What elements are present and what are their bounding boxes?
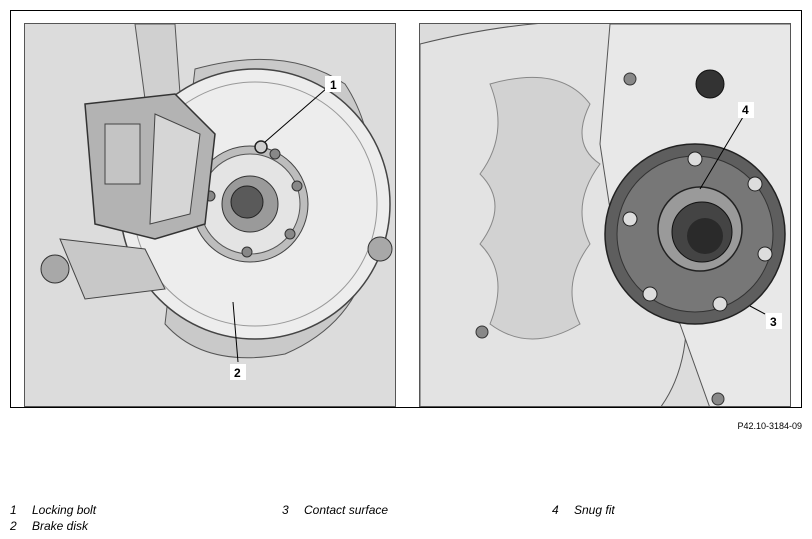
figure-reference: P42.10-3184-09 xyxy=(737,421,802,431)
callout-3: 3 xyxy=(770,315,777,329)
right-illustration-panel: 4 3 xyxy=(419,23,791,407)
callout-4: 4 xyxy=(742,103,749,117)
left-illustration-panel: 1 2 xyxy=(24,23,396,407)
legend-number: 3 xyxy=(282,503,289,517)
hub-illustration: 4 3 xyxy=(420,24,790,406)
legend-number: 2 xyxy=(10,519,17,533)
legend-label: Locking bolt xyxy=(32,503,97,517)
legend-label: Contact surface xyxy=(304,503,389,517)
legend-number: 4 xyxy=(552,503,559,517)
locking-bolt xyxy=(254,140,268,154)
legend-label: Snug fit xyxy=(574,503,615,517)
callout-1: 1 xyxy=(330,78,337,92)
callout-2: 2 xyxy=(234,366,241,380)
legend-item-4: 4 Snug fit xyxy=(552,503,615,517)
brake-assembly-illustration: 1 2 xyxy=(40,24,393,380)
legend-item-1: 1 Locking bolt xyxy=(10,503,96,517)
legend-item-3: 3 Contact surface xyxy=(282,503,388,517)
legend-label: Brake disk xyxy=(32,519,89,533)
figure-frame: 1 2 xyxy=(10,10,802,408)
legend-number: 1 xyxy=(10,503,17,517)
legend-item-2: 2 Brake disk xyxy=(10,519,88,533)
